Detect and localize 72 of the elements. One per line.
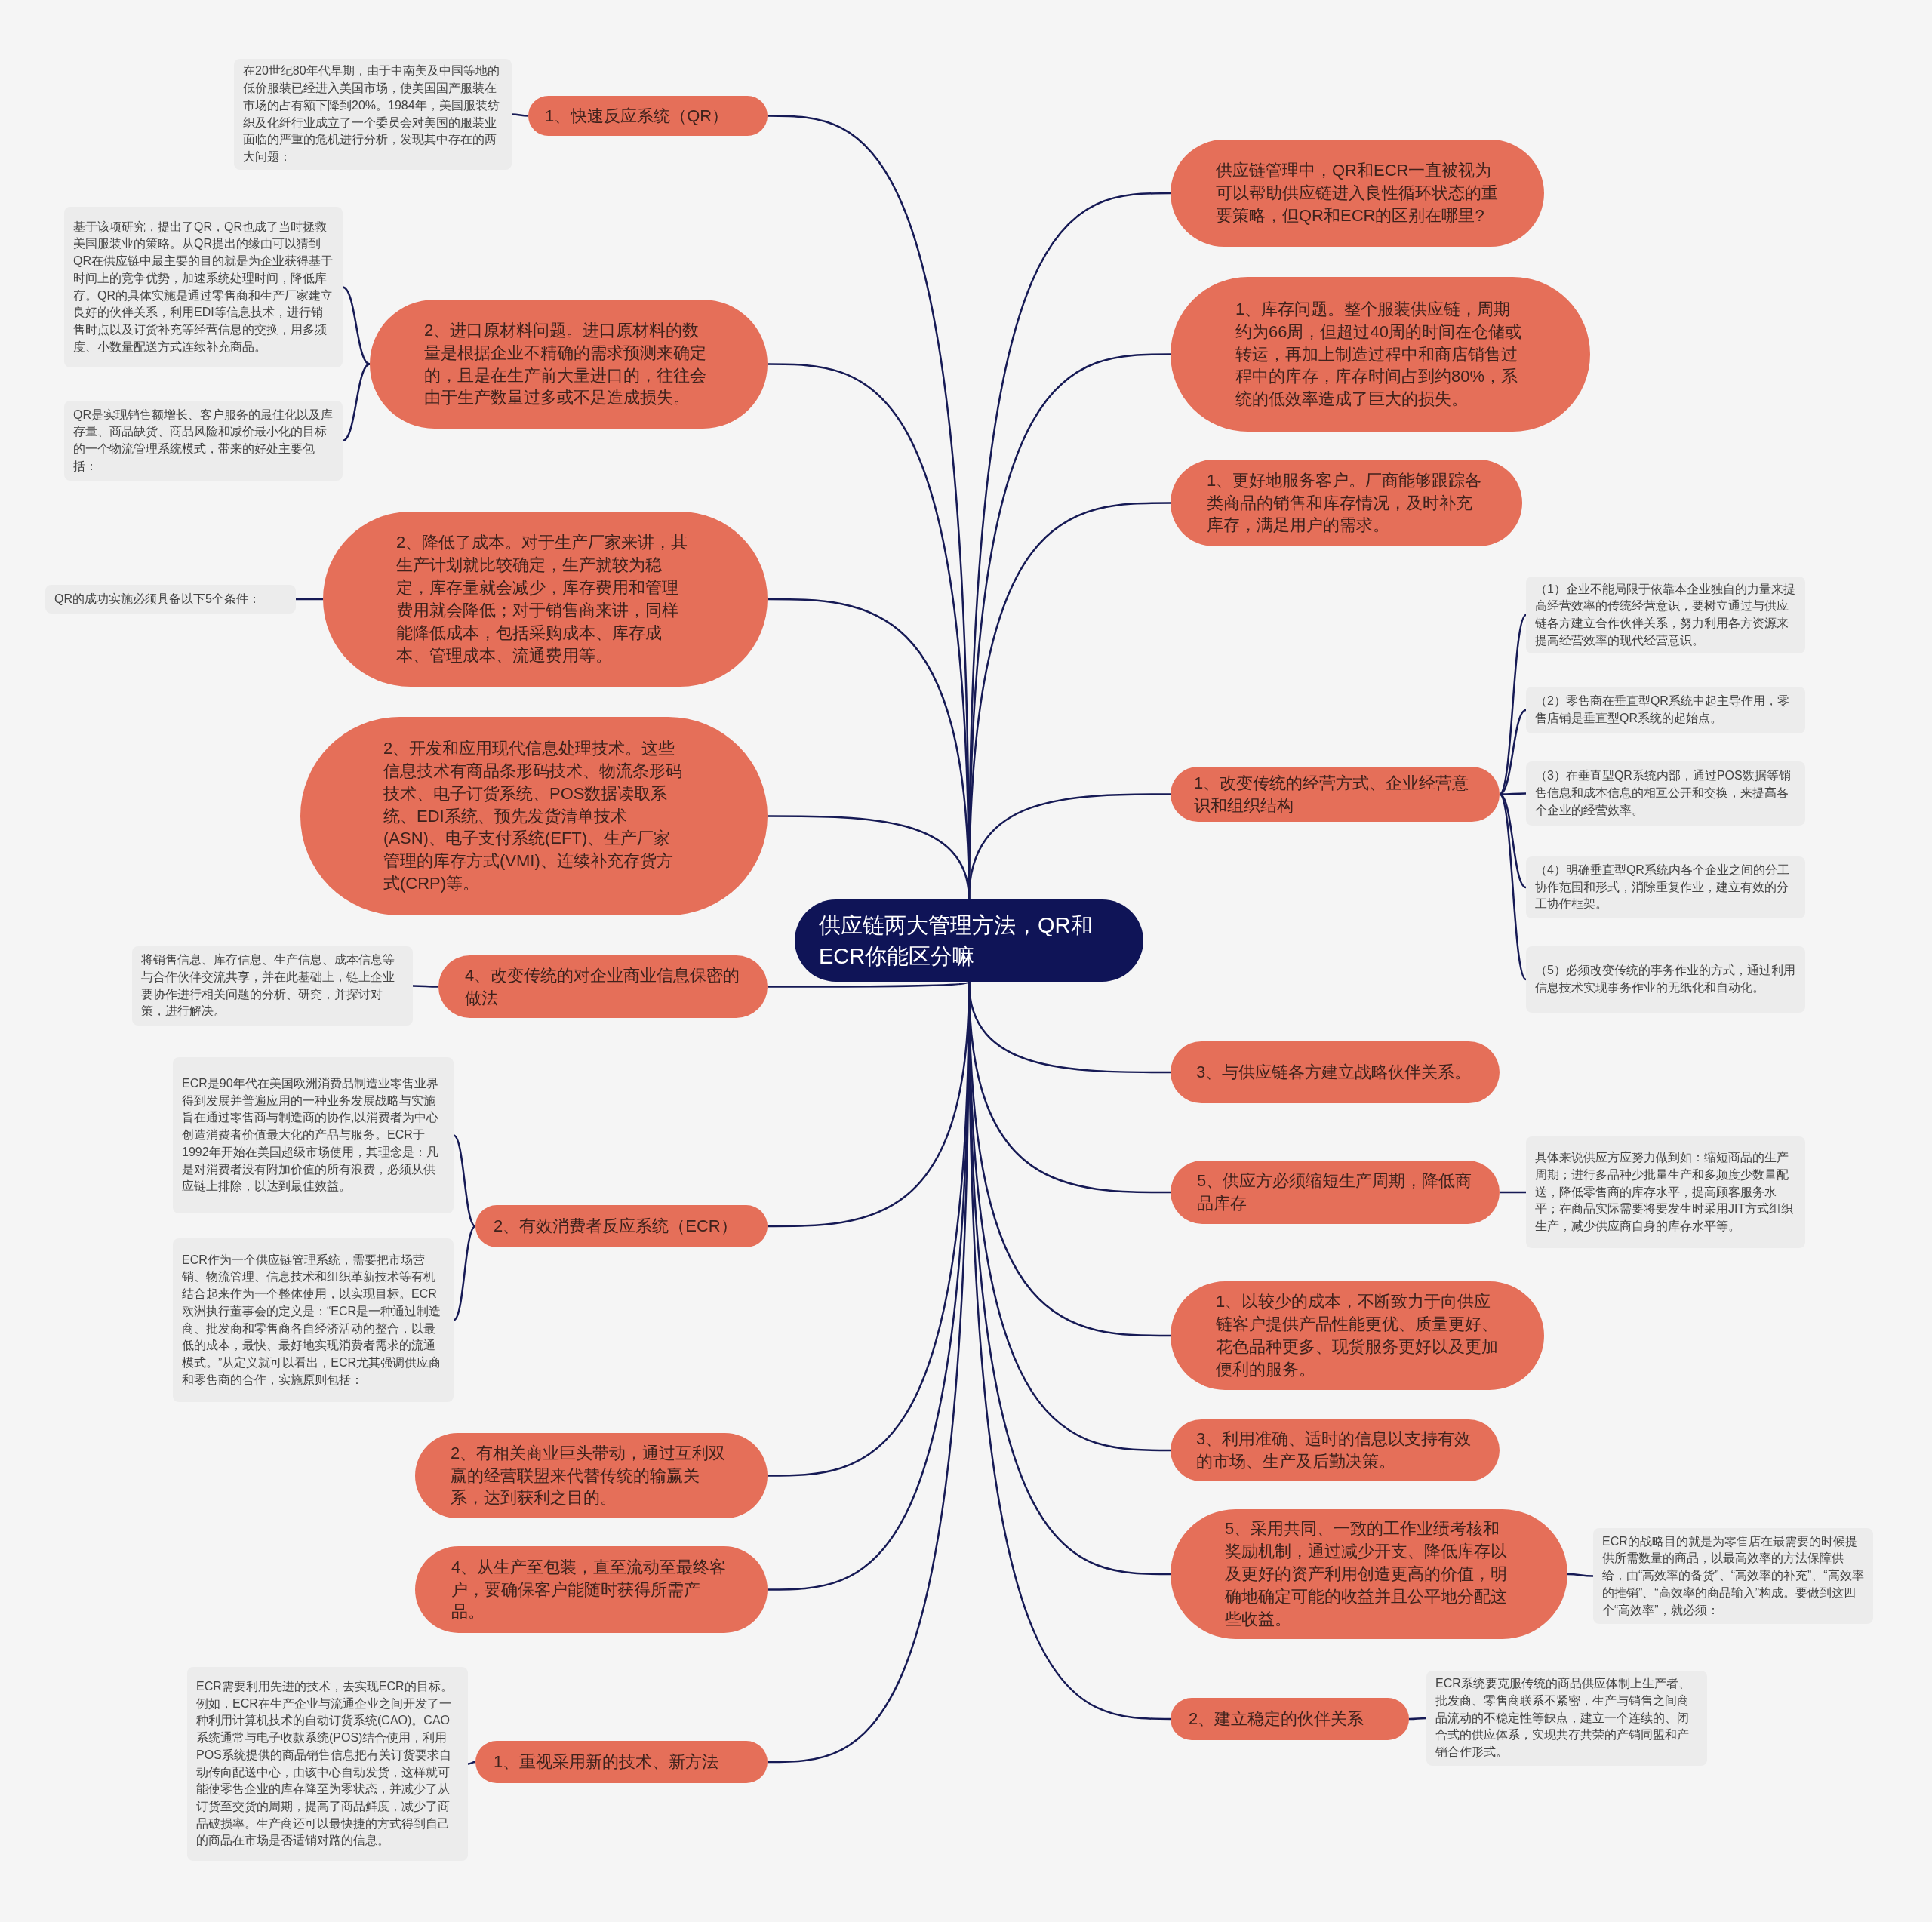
note-card bbox=[173, 1057, 454, 1213]
note-card bbox=[234, 59, 512, 170]
note-card bbox=[64, 207, 343, 367]
connector-line bbox=[1409, 1717, 1426, 1721]
topic-text: 1、更好地服务客户。厂商能够跟踪各类商品的销售和库存情况，及时补充库存，满足用户的需求。 bbox=[1207, 469, 1483, 537]
connector-line bbox=[1499, 793, 1527, 980]
note-text: 基于该项研究，提出了QR，QR也成了当时拯救美国服装业的策略。从QR提出的缘由可以猜到QR在供应链中最主要的目的就是为企业获得基于时间上的竞争优势，加速系统处理时间，降低库存。QR的具体实施是通过零售商和生产厂家建立良好的伙伴关系，利用EDI等信息技术，进行销售时点以及订货补充等经营信息的交换，用多频度、小数量配送方式连续补充商品。 bbox=[73, 219, 334, 355]
note-card bbox=[1526, 856, 1805, 918]
topic-pill bbox=[475, 1741, 768, 1783]
topic-text: 3、与供应链各方建立战略伙伴关系。 bbox=[1196, 1062, 1472, 1084]
note-text: （5）必须改变传统的事务作业的方式，通过利用信息技术实现事务作业的无纸化和自动化。 bbox=[1535, 963, 1796, 995]
topic-text: 5、采用共同、一致的工作业绩考核和奖励机制，通过减少开支、降低库存以及更好的资产利用创造更高的价值，明确地确定可能的收益并且公平地分配这些收益。 bbox=[1225, 1518, 1508, 1630]
note-card bbox=[1526, 761, 1805, 826]
note-text: （3）在垂直型QR系统内部，通过POS数据等销售信息和成本信息的相互公开和交换，来提高各个企业的经营效率。 bbox=[1535, 768, 1792, 818]
connector-line bbox=[1500, 1191, 1526, 1194]
topic-text: 1、库存问题。整个服装供应链，周期约为66周，但超过40周的时间在仓储或转运，再加上制造过程中和商店销售过程中的库存，库存时间占到约80%，系统的低效率造成了巨大的损失。 bbox=[1235, 298, 1522, 411]
topic-text: 5、供应方必须缩短生产周期，降低商品库存 bbox=[1197, 1170, 1473, 1214]
note-card bbox=[1526, 577, 1805, 653]
connector-line bbox=[467, 1761, 476, 1765]
connector-line bbox=[1567, 1573, 1593, 1577]
note-text: QR是实现销售额增长、客户服务的最佳化以及库存量、商品缺货、商品风险和减价最小化的目标的一个物流管理系统模式，带来的好处主要包括： bbox=[73, 407, 334, 474]
note-text: 具体来说供应方应努力做到如：缩短商品的生产周期；进行多品种少批量生产和多频度少数量配送，降低零售商的库存水平，提高顾客服务水平；在商品实际需要将要发生时采用JIT方式组织生产，减少供应商自身的库存水平等。 bbox=[1535, 1150, 1795, 1235]
note-text: QR的成功实施必须具备以下5个条件： bbox=[54, 591, 261, 607]
note-text: （2）零售商在垂直型QR系统中起主导作用，零售店铺是垂直型QR系统的起始点。 bbox=[1535, 693, 1790, 726]
topic-text: 供应链管理中，QR和ECR一直被视为可以帮助供应链进入良性循环状态的重要策略，但QR和ECR的区别在哪里? bbox=[1216, 160, 1499, 226]
topic-text: 2、降低了成本。对于生产厂家来讲，其生产计划就比较确定，生产就较为稳定，库存量就会减少，库存费用和管理费用就会降低；对于销售商来讲，同样能降低成本，包括采购成本、库存成本、管理成本、流通费用等。 bbox=[396, 532, 689, 666]
note-text: ECR的战略目的就是为零售店在最需要的时候提供所需数量的商品，以最高效率的方法保障供给，由“高效率的备货”、“高效率的补充”、“高效率的推销”、“高效率的商品输入”构成。要做到这四个“高效率”，就必须： bbox=[1602, 1533, 1864, 1618]
topic-text: 1、改变传统的经营方式、企业经营意识和组织结构 bbox=[1194, 772, 1470, 816]
topic-text: 1、快速反应系统（QR） bbox=[545, 105, 730, 127]
note-card bbox=[1593, 1528, 1873, 1624]
topic-text: 1、以较少的成本，不断致力于向供应链客户提供产品性能更优、质量更好、花色品种更多、现货服务更好以及更加便利的服务。 bbox=[1216, 1291, 1499, 1380]
note-text: 将销售信息、库存信息、生产信息、成本信息等与合作伙伴交流共享，并在此基础上，链上企业要协作进行相关问题的分析、研究，并探讨对策，进行解决。 bbox=[141, 952, 395, 1019]
note-card bbox=[45, 585, 296, 614]
note-text: ECR作为一个供应链管理系统，需要把市场营销、物流管理、信息技术和组织革新技术等有机结合起来作为一个整体使用，以实现目标。ECR欧洲执行董事会的定义是：“ECR是一种通过制造商、批发商和零售商各自经济活动的整合，以最低的成本，最快、最好地实现消费者需求的流通模式。”从定义就可以看出，ECR尤其强调供应商和零售商的合作，实施原则包括： bbox=[182, 1252, 442, 1388]
note-text: ECR需要利用先进的技术，去实现ECR的目标。例如，ECR在生产企业与流通企业之间开发了一种利用计算机技术的自动订货系统(CAO)。CAO系统通常与电子收款系统(POS)结合使用，利用POS系统提供的商品销售信息把有关订货要求自动传向配送中心，由该中心自动发货，这样就可能使零售企业的库存降至为零状态，并减少了从订货至交货的周期，提高了商品鲜度，减少了商品破损率。生产商还可以最快捷的方式得到自己的商品在市场是否适销对路的信息。 bbox=[196, 1678, 454, 1849]
topic-text: 4、改变传统的对企业商业信息保密的做法 bbox=[465, 964, 741, 1009]
topic-text: 3、利用准确、适时的信息以支持有效的市场、生产及后勤决策。 bbox=[1196, 1428, 1472, 1472]
topic-pill bbox=[1171, 1698, 1409, 1740]
note-card bbox=[1426, 1671, 1707, 1766]
topic-text: 1、重视采用新的技术、新方法 bbox=[494, 1751, 720, 1773]
connector-line bbox=[342, 363, 371, 442]
topic-text: 2、进口原材料问题。进口原材料的数量是根据企业不精确的需求预测来确定的，且是在生产前大量进口的，往往会由于生产数量过多或不足造成损失。 bbox=[424, 319, 707, 409]
note-card bbox=[173, 1238, 454, 1402]
topic-text: 2、有相关商业巨头带动，通过互利双赢的经营联盟来代替传统的输赢关系，达到获利之目的。 bbox=[451, 1442, 727, 1509]
connector-line bbox=[413, 985, 438, 988]
connector-line bbox=[1500, 792, 1526, 795]
connector-line bbox=[511, 113, 529, 117]
connector-line bbox=[296, 598, 323, 601]
connector-line bbox=[968, 793, 1171, 900]
topic-pill bbox=[475, 1205, 768, 1247]
connector-line bbox=[768, 980, 970, 988]
topic-text: 供应链两大管理方法，QR和ECR你能区分嘛 bbox=[819, 912, 1094, 970]
note-card bbox=[64, 401, 343, 481]
note-card bbox=[132, 946, 413, 1026]
note-text: （4）明确垂直型QR系统内各个企业之间的分工协作范围和形式，消除重复作业，建立有效的分工协作框架。 bbox=[1535, 862, 1790, 912]
note-text: 在20世纪80年代早期，由于中南美及中国等地的低价服装已经进入美国市场，使美国国产服装在市场的占有额下降到20%。1984年，美国服装纺织及化纤行业成立了一个委员会对美国的服装业面临的严重的危机进行分析，发现其中存在的两大问题： bbox=[243, 63, 500, 165]
topic-text: 2、开发和应用现代信息处理技术。这些信息技术有商品条形码技术、物流条形码技术、电子订货系统、POS数据读取系统、EDI系统、预先发货清单技术(ASN)、电子支付系统(EFT)、生产厂家管理的库存方式(VMI)、连续补充存货方式(CRP)等。 bbox=[383, 737, 683, 895]
topic-text: 2、建立稳定的伙伴关系 bbox=[1189, 1708, 1365, 1730]
note-card bbox=[1526, 687, 1805, 733]
note-text: ECR是90年代在美国欧洲消费品制造业零售业界得到发展并普遍应用的一种业务发展战略与实施旨在通过零售商与制造商的协作,以消费者为中心创造消费者价值最大化的产品与服务。ECR于1992年开始在美国超级市场使用，其理念是：凡是对消费者没有附加价值的所有浪费，必须从供应链上排除，以达到最佳效益。 bbox=[182, 1076, 440, 1195]
note-card bbox=[187, 1667, 468, 1861]
connector-line bbox=[342, 286, 371, 365]
topic-pill bbox=[528, 96, 768, 136]
connector-line bbox=[453, 1134, 476, 1228]
note-text: ECR系统要克服传统的商品供应体制上生产者、批发商、零售商联系不紧密，生产与销售之间商品流动的不稳定性等缺点，建立一个连续的、闭合式的供应体系，实现共存共荣的产销同盟和产销合作形式。 bbox=[1435, 1676, 1691, 1761]
note-text: （1）企业不能局限于依靠本企业独自的力量来提高经营效率的传统经营意识，要树立通过与供应链各方建立合作伙伴关系，努力利用各方资源来提高经营效率的现代经营意识。 bbox=[1535, 581, 1796, 648]
note-card bbox=[1526, 946, 1805, 1013]
topic-text: 4、从生产至包装，直至流动至最终客户，要确保客户能随时获得所需产品。 bbox=[451, 1556, 728, 1623]
note-card bbox=[1526, 1136, 1805, 1248]
connector-line bbox=[453, 1225, 476, 1321]
topic-text: 2、有效消费者反应系统（ECR） bbox=[494, 1216, 738, 1238]
connector-line bbox=[1499, 614, 1527, 795]
